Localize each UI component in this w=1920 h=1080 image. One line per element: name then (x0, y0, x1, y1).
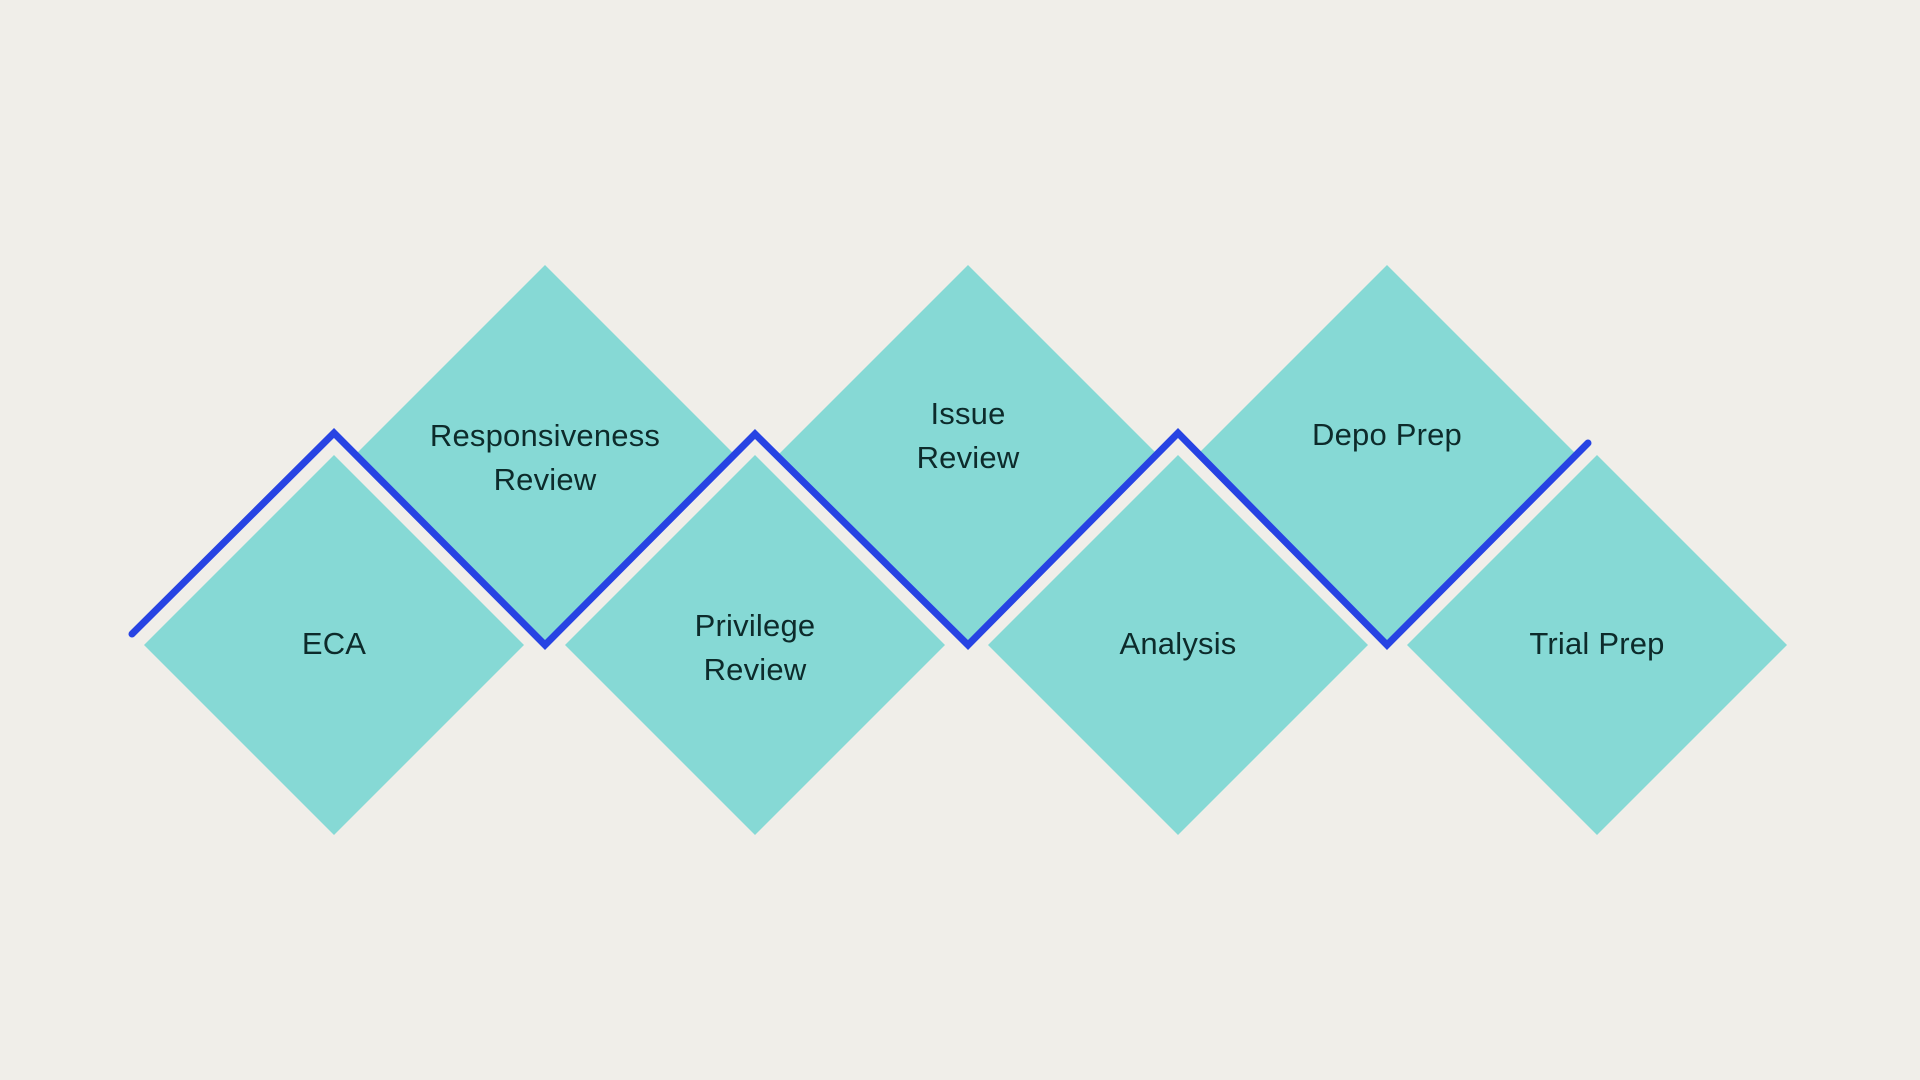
node-label-analysis: Analysis (1119, 626, 1236, 661)
node-label-issue-review-line1: Issue (930, 396, 1005, 431)
node-label-privilege-review-line2: Review (704, 652, 807, 687)
node-label-depo-prep: Depo Prep (1312, 417, 1462, 452)
node-label-responsiveness-review-line2: Review (494, 462, 597, 497)
node-label-issue-review-line2: Review (917, 440, 1020, 475)
diamond-shape-analysis[interactable] (988, 455, 1368, 835)
diamond-shape-eca[interactable] (144, 455, 524, 835)
node-label-trial-prep: Trial Prep (1529, 626, 1664, 661)
node-trial-prep[interactable]: Trial Prep (1407, 455, 1787, 835)
diamond-shape-trial-prep[interactable] (1407, 455, 1787, 835)
diamond-shape-privilege-review[interactable] (565, 455, 945, 835)
node-label-eca: ECA (302, 626, 366, 661)
flow-line-path (128, 428, 1592, 650)
node-analysis[interactable]: Analysis (988, 455, 1368, 835)
node-eca[interactable]: ECA (144, 455, 524, 835)
node-label-privilege-review-line1: Privilege (695, 608, 816, 643)
node-label-responsiveness-review-line1: Responsiveness (430, 418, 660, 453)
node-privilege-review[interactable]: Privilege Review (565, 455, 945, 835)
